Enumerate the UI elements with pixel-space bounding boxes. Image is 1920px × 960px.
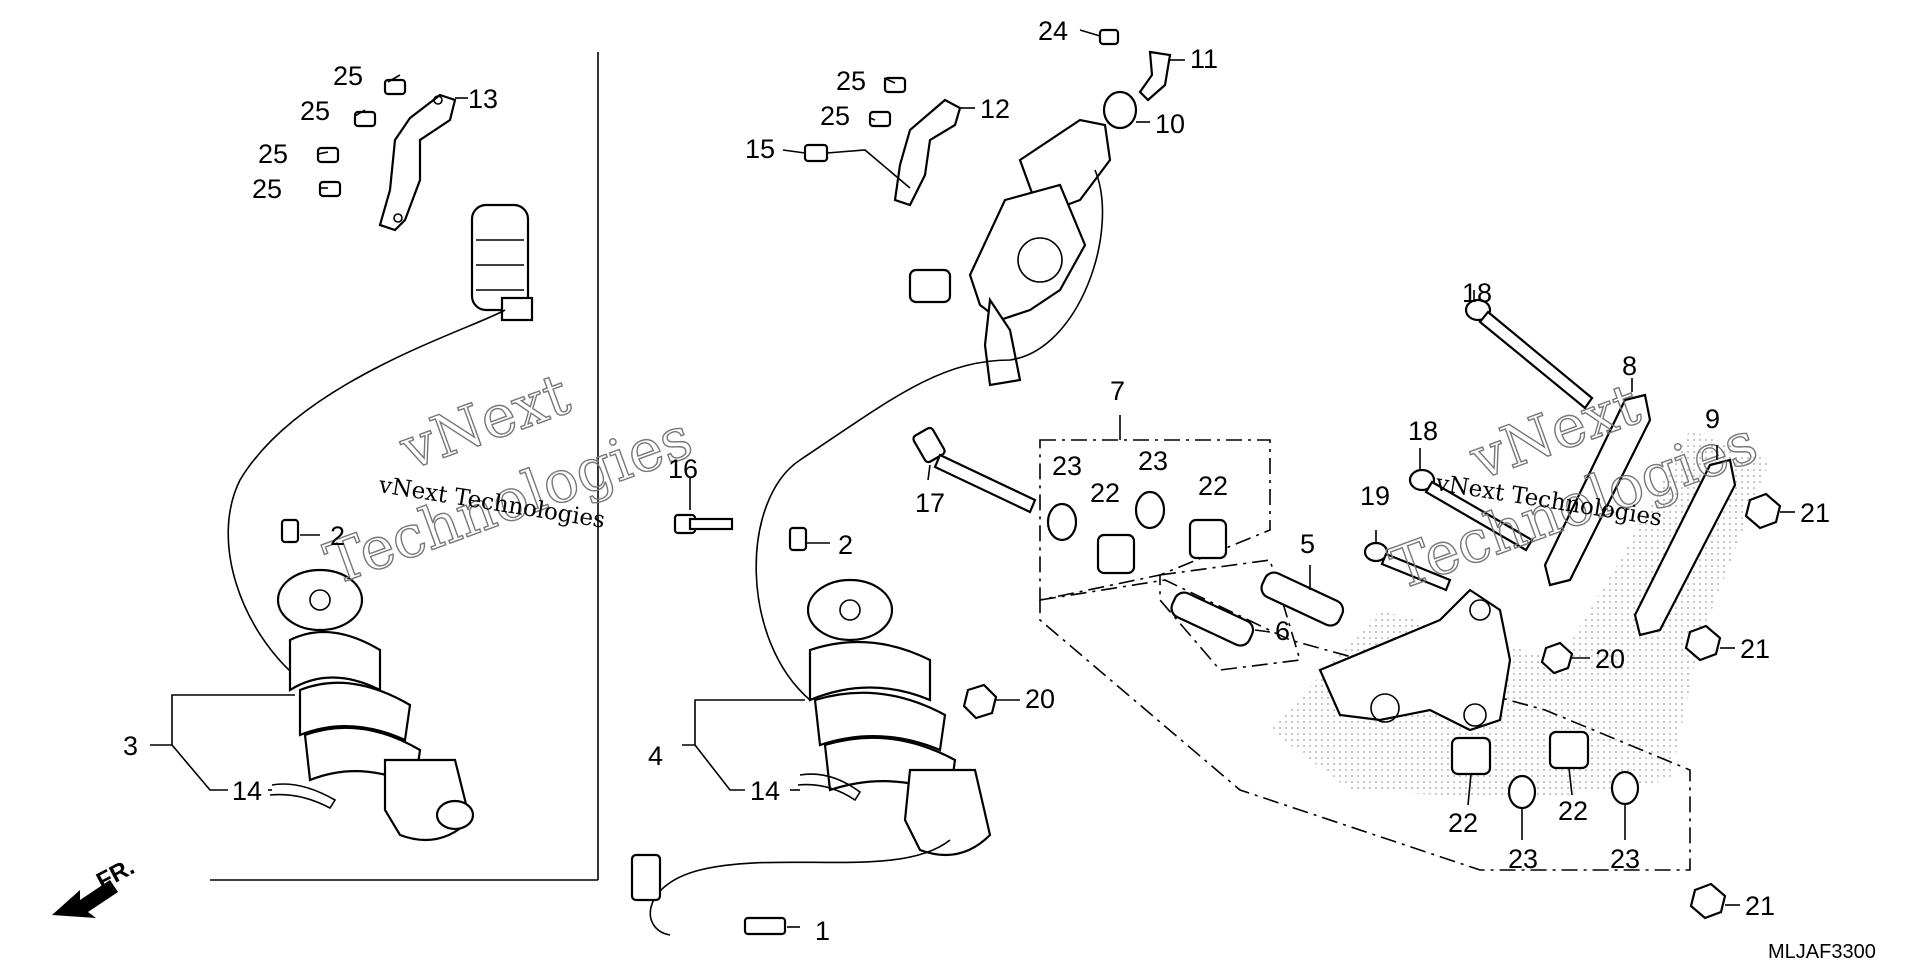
mounting-bracket-13 bbox=[378, 93, 457, 232]
callout-15: 15 bbox=[745, 134, 775, 164]
callout-23: 23 bbox=[1052, 451, 1082, 481]
nut-21-lower bbox=[1689, 882, 1727, 920]
linkage-assembly bbox=[1039, 439, 1691, 871]
callout-20: 20 bbox=[1025, 684, 1055, 714]
callout-20: 20 bbox=[1595, 644, 1625, 674]
bolt-18-lower bbox=[1408, 468, 1534, 552]
callout-22: 22 bbox=[1448, 808, 1478, 838]
callout-18: 18 bbox=[1408, 416, 1438, 446]
collar-6 bbox=[1170, 591, 1255, 647]
callout-8: 8 bbox=[1622, 351, 1637, 381]
bolt-18-upper bbox=[1464, 298, 1594, 410]
callout-19: 19 bbox=[1360, 481, 1390, 511]
callout-2: 2 bbox=[838, 530, 853, 560]
nut-21-middle bbox=[1684, 624, 1722, 662]
sensor-wire bbox=[649, 839, 951, 936]
callout-25: 25 bbox=[258, 139, 288, 169]
callout-22: 22 bbox=[1090, 478, 1120, 508]
callout-23: 23 bbox=[1508, 844, 1538, 874]
collar-5 bbox=[1260, 571, 1345, 627]
callout-21: 21 bbox=[1800, 498, 1830, 528]
o-ring-10 bbox=[1102, 90, 1138, 130]
callout-2: 2 bbox=[330, 521, 345, 551]
callout-7: 7 bbox=[1110, 376, 1125, 406]
diagram-code: MLJAF3300 bbox=[1768, 941, 1876, 960]
callout-23: 23 bbox=[1138, 446, 1168, 476]
dust-seal-23d bbox=[1610, 770, 1640, 806]
callout-22: 22 bbox=[1198, 471, 1228, 501]
callout-10: 10 bbox=[1155, 109, 1185, 139]
needle-bearing-22a bbox=[1096, 533, 1136, 575]
rear-shock-absorber-right bbox=[630, 28, 1172, 936]
callout-21: 21 bbox=[1740, 634, 1770, 664]
callout-25: 25 bbox=[836, 66, 866, 96]
callout-23: 23 bbox=[1610, 844, 1640, 874]
section-divider bbox=[210, 52, 599, 881]
callout-21: 21 bbox=[1745, 891, 1775, 921]
callout-11: 11 bbox=[1190, 44, 1218, 74]
hose-clip-2-left bbox=[280, 518, 300, 544]
callout-9: 9 bbox=[1705, 404, 1720, 434]
callout-25: 25 bbox=[300, 96, 330, 126]
bolt-19 bbox=[1363, 541, 1452, 592]
dust-seal-23a bbox=[1046, 502, 1078, 542]
bolt-17 bbox=[912, 426, 1037, 514]
nut-20-right bbox=[1540, 641, 1574, 675]
link-plate-8 bbox=[1543, 393, 1652, 587]
cushion-arm bbox=[1318, 588, 1512, 732]
label-14-left bbox=[269, 783, 337, 810]
callout-numbers: 25 13 25 25 25 2 3 14 24 11 25 12 10 25 … bbox=[123, 16, 1830, 946]
bolt-24 bbox=[1098, 28, 1120, 46]
reservoir-hose-left bbox=[227, 309, 506, 681]
label-14-right bbox=[797, 773, 862, 802]
needle-bearing-22c bbox=[1450, 736, 1492, 776]
callout-4: 4 bbox=[648, 741, 663, 771]
callout-5: 5 bbox=[1300, 529, 1315, 559]
callout-17: 17 bbox=[915, 488, 945, 518]
adjuster-hose bbox=[755, 169, 1104, 701]
callout-16: 16 bbox=[668, 454, 698, 484]
callout-25: 25 bbox=[252, 174, 282, 204]
wire-clip-1 bbox=[743, 916, 787, 936]
callout-14: 14 bbox=[750, 776, 780, 806]
front-direction-arrow: FR. bbox=[52, 853, 139, 918]
link-plate-9 bbox=[1633, 458, 1737, 637]
needle-bearing-22d bbox=[1548, 730, 1590, 770]
bolt-25-set-left bbox=[316, 78, 407, 198]
clamp-11 bbox=[1138, 50, 1172, 102]
dust-seal-23b bbox=[1134, 490, 1166, 530]
hose-clip-2-right bbox=[788, 526, 808, 552]
bolt-16 bbox=[673, 513, 734, 535]
callout-25: 25 bbox=[333, 61, 363, 91]
callout-1: 1 bbox=[815, 916, 830, 946]
dust-seal-23c bbox=[1507, 774, 1537, 810]
callout-18: 18 bbox=[1462, 278, 1492, 308]
nut-20-middle bbox=[962, 683, 998, 720]
needle-bearing-22b bbox=[1188, 518, 1228, 560]
callout-12: 12 bbox=[980, 94, 1010, 124]
remote-reservoir-left bbox=[470, 203, 530, 312]
callout-3: 3 bbox=[123, 731, 138, 761]
callout-6: 6 bbox=[1275, 616, 1290, 646]
nut-21-upper bbox=[1744, 492, 1782, 530]
callout-22: 22 bbox=[1558, 796, 1588, 826]
mounting-bracket-12 bbox=[893, 98, 962, 207]
callout-24: 24 bbox=[1038, 16, 1068, 46]
leader-lines bbox=[150, 29, 1795, 928]
callout-14: 14 bbox=[232, 776, 262, 806]
callout-13: 13 bbox=[468, 84, 498, 114]
callout-25: 25 bbox=[820, 101, 850, 131]
rear-shock-absorber-left bbox=[227, 78, 534, 842]
